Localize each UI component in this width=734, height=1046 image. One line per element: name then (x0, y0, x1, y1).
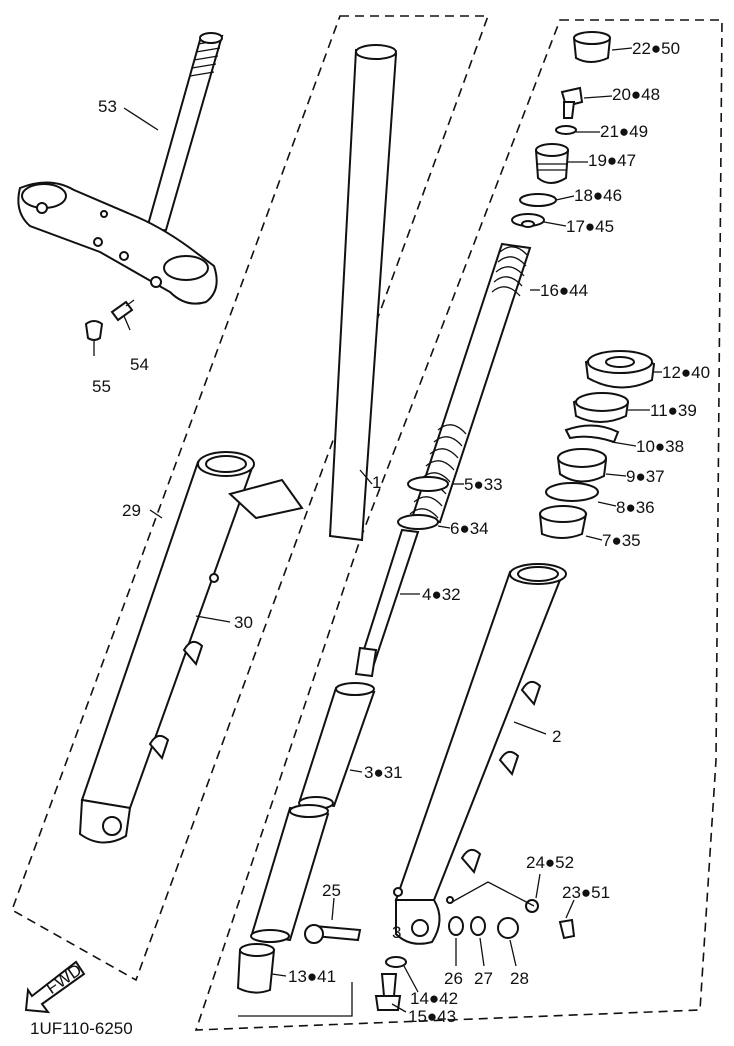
callout-24: 24●52 (526, 853, 574, 872)
seal-9 (556, 448, 608, 483)
washer-26 (448, 916, 464, 936)
callout-3: 3●31 (364, 763, 403, 782)
cap-bolt-19 (534, 143, 570, 184)
damper-rod-seat-3 (298, 682, 376, 810)
gasket-14 (385, 956, 407, 968)
callout-5: 5●33 (464, 475, 503, 494)
slider-mark: 3 (392, 923, 401, 942)
seal-12 (584, 350, 656, 389)
callout-16: 16●44 (540, 281, 588, 300)
callout-30: 30 (234, 613, 253, 632)
callout-18: 18●46 (574, 186, 622, 205)
callout-8: 8●36 (616, 498, 655, 517)
callout-29: 29 (122, 501, 141, 520)
callout-21: 21●49 (600, 122, 648, 141)
leader-lines (93, 47, 662, 1013)
bolt-15 (374, 973, 402, 1011)
ring-5 (407, 476, 449, 492)
inner-tube-1 (328, 44, 398, 542)
spring-seat-17 (511, 213, 545, 228)
callout-9: 9●37 (626, 467, 665, 486)
outer-tube-30 (78, 451, 304, 844)
callout-1: 1 (372, 473, 381, 492)
drawing-number: 1UF110-6250 (30, 1019, 133, 1038)
callout-12: 12●40 (662, 363, 710, 382)
washer-8 (545, 482, 599, 502)
washer-27 (470, 916, 486, 936)
bolt-25 (304, 924, 362, 944)
bolt-54 (110, 299, 135, 322)
o-ring-21 (555, 125, 577, 135)
oil-seal-11 (572, 392, 630, 423)
callout-13: 13●41 (288, 967, 336, 986)
guide-bushing-7 (538, 505, 588, 539)
left-fork-group-outline (11, 15, 490, 982)
callout-15: 15●43 (408, 1007, 456, 1026)
callout-7: 7●35 (602, 531, 641, 550)
air-valve-20 (560, 86, 584, 119)
callout-55: 55 (92, 377, 111, 396)
callout-17: 17●45 (566, 217, 614, 236)
callout-22: 22●50 (632, 39, 680, 58)
cylinder-lower (250, 804, 330, 943)
nut-24 (525, 899, 539, 913)
right-group-bracket (238, 982, 353, 1017)
clip-10 (564, 424, 620, 444)
callout-28: 28 (510, 969, 529, 988)
callout-23: 23●51 (562, 883, 610, 902)
callout-14: 14●42 (410, 989, 458, 1008)
callout-27: 27 (474, 969, 493, 988)
taper-spindle-13 (236, 943, 276, 994)
callout-20: 20●48 (612, 85, 660, 104)
callout-25: 25 (322, 881, 341, 900)
fork-spring-16 (409, 242, 532, 524)
cap-28 (497, 917, 519, 939)
forward-arrow-icon (24, 960, 86, 1014)
callout-11: 11●39 (650, 401, 697, 420)
ring-6 (397, 514, 439, 530)
cap-22 (572, 31, 612, 63)
damper-rod-4 (354, 528, 420, 678)
callout-19: 19●47 (588, 151, 636, 170)
callout-4: 4●32 (422, 585, 461, 604)
callout-6: 6●34 (450, 519, 489, 538)
outer-tube-2 (393, 563, 567, 945)
callout-26: 26 (444, 969, 463, 988)
o-ring-18 (519, 193, 557, 207)
callout-2: 2 (552, 727, 561, 746)
under-bracket-53 (17, 32, 224, 305)
screw-23 (558, 918, 576, 940)
callout-53: 53 (98, 97, 117, 116)
callout-10: 10●38 (636, 437, 684, 456)
callout-54: 54 (130, 355, 149, 374)
cap-55 (84, 320, 104, 341)
